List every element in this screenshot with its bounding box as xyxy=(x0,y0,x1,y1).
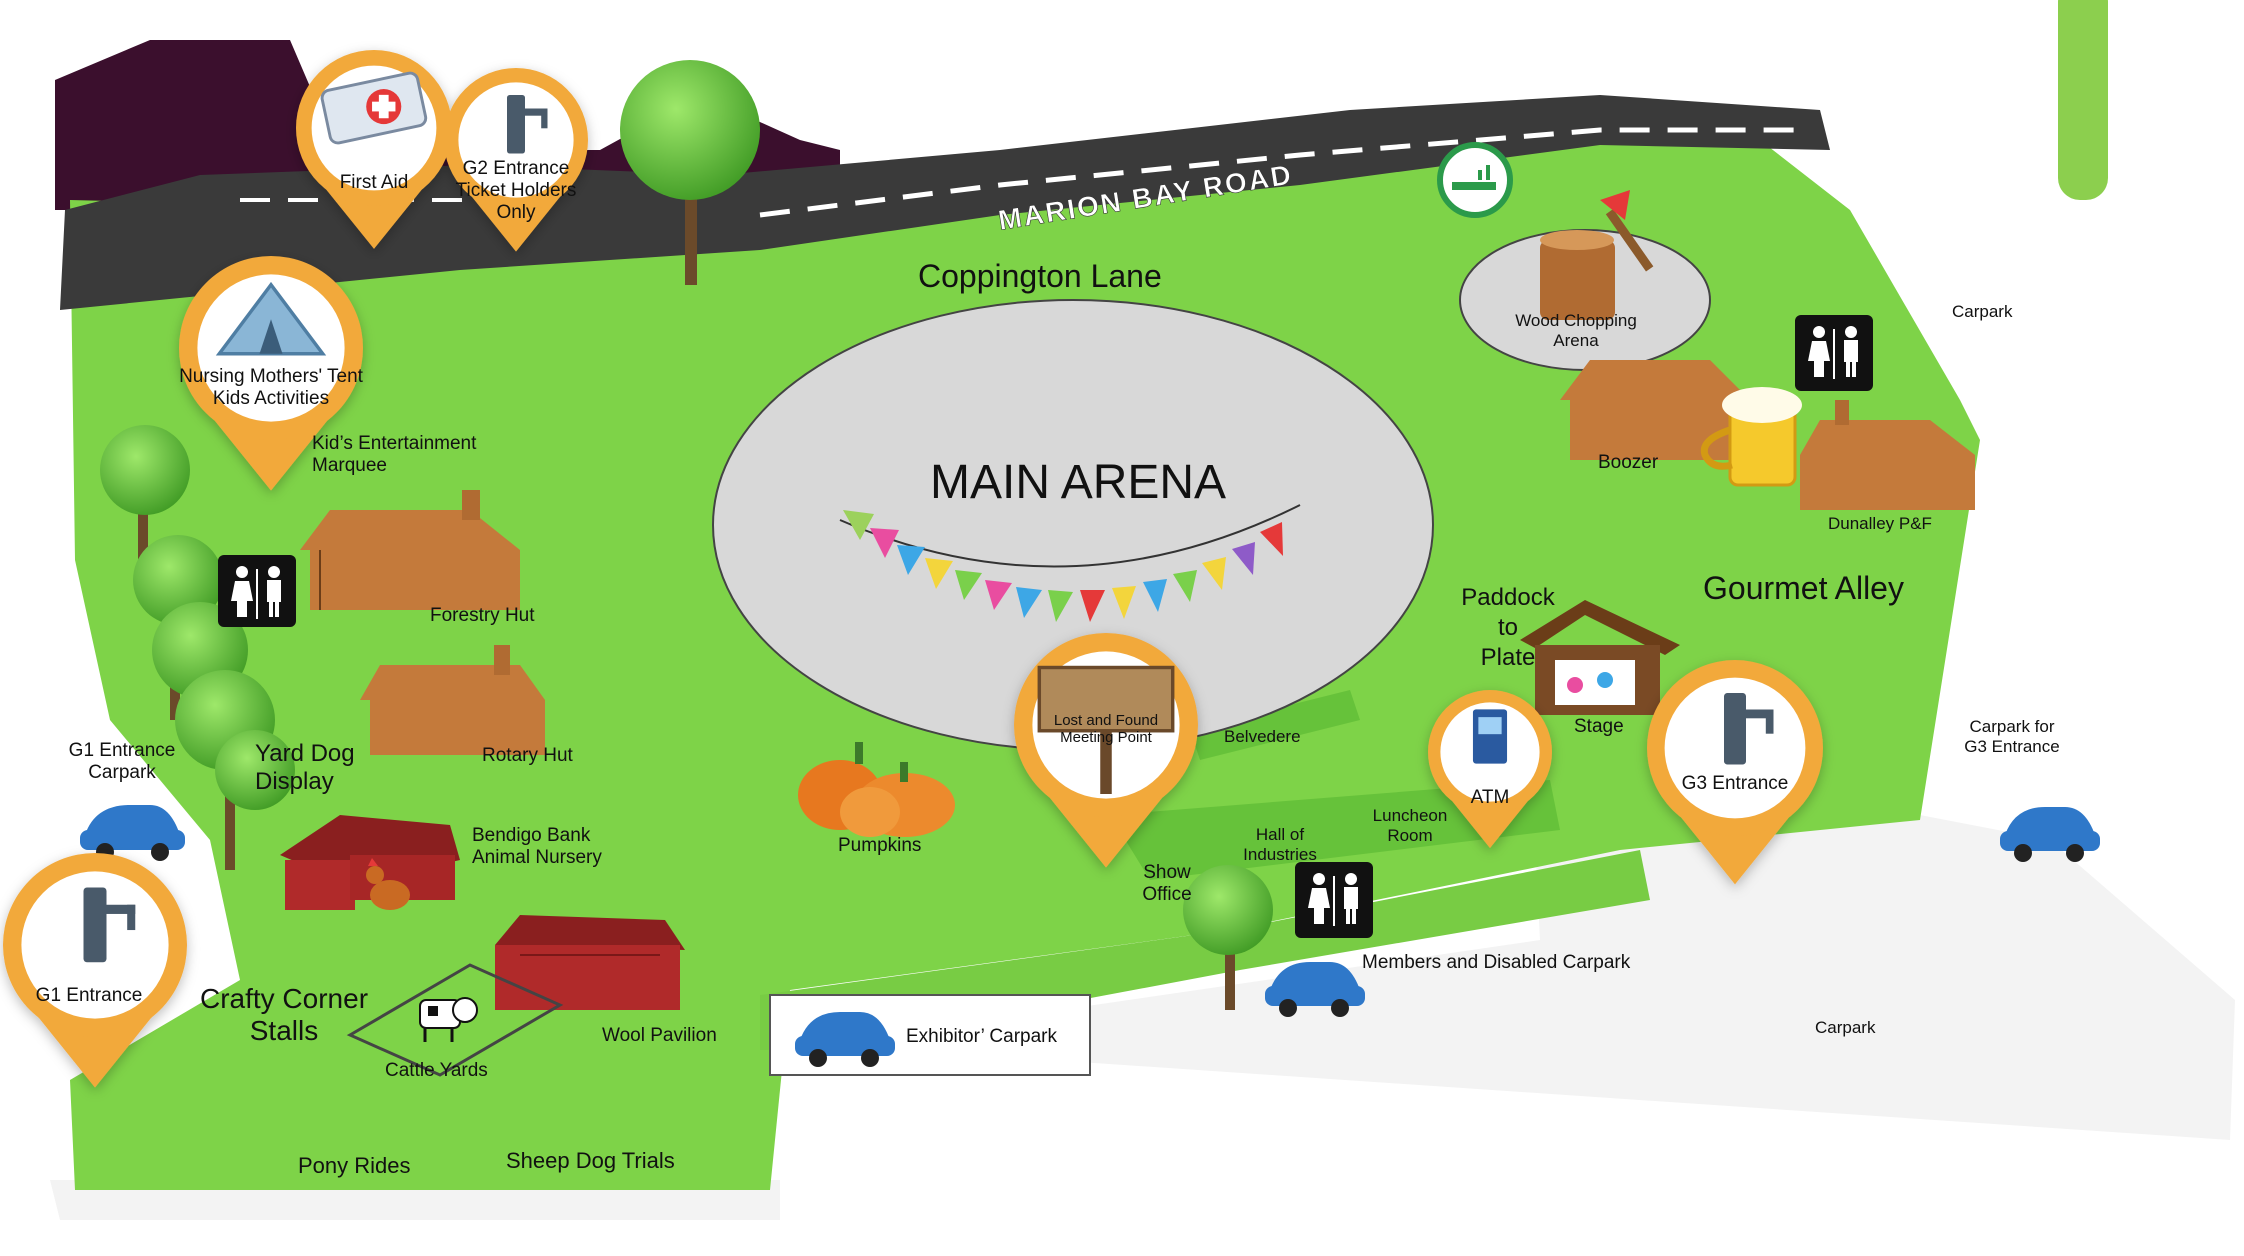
g3-entrance-pin-label: G3 Entrance xyxy=(1681,773,1789,794)
first-aid-pin[interactable] xyxy=(296,50,452,249)
g1-entrance-pin[interactable] xyxy=(3,853,187,1088)
cow-icon xyxy=(419,997,478,1042)
belvedere-label: Belvedere xyxy=(1224,727,1301,746)
boozer-building xyxy=(1560,360,1750,460)
tree-icon xyxy=(620,60,760,285)
wc-icon xyxy=(1795,315,1873,391)
g1-carpark-label: G1 Entrance Carpark xyxy=(68,740,176,783)
tree-icon xyxy=(1183,865,1273,1010)
tap-icon xyxy=(507,95,548,154)
first-aid-pin-label: First Aid xyxy=(339,172,409,193)
boozer-label: Boozer xyxy=(1598,452,1659,473)
dunalley-building xyxy=(1800,400,1975,510)
g3-entrance-pin[interactable] xyxy=(1647,660,1823,885)
car-icon xyxy=(2000,807,2100,862)
tap-icon xyxy=(1724,693,1774,765)
tent-icon xyxy=(215,281,327,356)
rotary-hut-label: Rotary Hut xyxy=(482,745,573,766)
stage-building xyxy=(1520,600,1680,715)
coppington-lane-label: Coppington Lane xyxy=(918,258,1162,294)
g1-entrance-pin-label: G1 Entrance xyxy=(35,985,143,1006)
car-icon xyxy=(1265,962,1365,1017)
paddock-to-plate-label: Paddock to Plate xyxy=(1461,584,1555,671)
stage-label: Stage xyxy=(1574,716,1624,737)
nursing-tent-pin[interactable] xyxy=(179,256,363,491)
bendigo-label: Bendigo Bank Animal Nursery xyxy=(472,825,602,868)
wc-icon xyxy=(1295,862,1373,938)
pumpkin-icon xyxy=(798,742,955,837)
sheep-dog-trials-label: Sheep Dog Trials xyxy=(506,1148,675,1173)
car-icon xyxy=(80,805,185,861)
pumpkins-label: Pumpkins xyxy=(838,835,922,856)
carpark-g3-label: Carpark for G3 Entrance xyxy=(1964,717,2060,756)
exhibitor-carpark-label: Exhibitor’ Carpark xyxy=(906,1026,1057,1047)
car-icon xyxy=(795,1012,895,1067)
kids-marquee-label: Kid’s Entertainment Marquee xyxy=(312,433,477,476)
bunting-icon xyxy=(839,504,1301,622)
wool-pavilion-building xyxy=(495,915,685,1010)
g2-entrance-pin[interactable] xyxy=(444,68,588,252)
yard-dog-label: Yard Dog Display xyxy=(255,740,355,795)
signpost-icon xyxy=(1037,665,1175,794)
lost-and-found-pin[interactable] xyxy=(1014,633,1198,868)
bendigo-nursery-building xyxy=(280,815,460,910)
axe-icon xyxy=(1540,190,1654,320)
nursing-tent-pin-label: Nursing Mothers' Tent Kids Activities xyxy=(179,366,363,409)
dunalley-label: Dunalley P&F xyxy=(1828,514,1932,533)
members-carpark-label: Members and Disabled Carpark xyxy=(1362,952,1631,973)
atm-pin-label: ATM xyxy=(1470,787,1510,808)
rotary-hut-building xyxy=(360,645,545,755)
hall-of-industries-label: Hall of Industries xyxy=(1243,825,1317,864)
luncheon-room-label: Luncheon Room xyxy=(1372,806,1448,845)
corner-tab xyxy=(2058,0,2108,200)
first-aid-kit-icon xyxy=(320,71,428,145)
crafty-corner-label: Crafty Corner Stalls xyxy=(199,983,369,1047)
wool-pavilion-label: Wool Pavilion xyxy=(602,1025,717,1046)
g2-entrance-pin-label: G2 Entrance Ticket Holders Only xyxy=(455,158,577,223)
forestry-hut-building xyxy=(300,490,520,610)
show-office-label: Show Office xyxy=(1142,862,1192,905)
pony-rides-label: Pony Rides xyxy=(298,1153,411,1178)
atm-icon xyxy=(1472,709,1508,764)
main-arena-label: MAIN ARENA xyxy=(930,456,1227,509)
belvedere-strip xyxy=(1190,690,1360,760)
tap-icon xyxy=(83,887,136,963)
forestry-hut-label: Forestry Hut xyxy=(430,605,535,626)
cattle-yard-fence xyxy=(346,963,564,1077)
hen-icon xyxy=(366,858,410,910)
wood-chopping-label: Wood Chopping Arena xyxy=(1515,311,1637,350)
lost-and-found-pin-label: Lost and Found Meeting Point xyxy=(1053,712,1159,747)
carpark-ne-label: Carpark xyxy=(1952,302,2013,321)
luncheon-strip xyxy=(1110,780,1560,880)
beer-icon xyxy=(1700,387,1802,487)
wc-icon xyxy=(218,555,296,627)
carpark-south-label: Carpark xyxy=(1815,1018,1876,1037)
smoking-area-icon xyxy=(1437,142,1513,218)
gourmet-alley-label: Gourmet Alley xyxy=(1703,570,1904,606)
atm-pin[interactable] xyxy=(1428,690,1552,849)
cattle-yards-label: Cattle Yards xyxy=(385,1060,488,1081)
